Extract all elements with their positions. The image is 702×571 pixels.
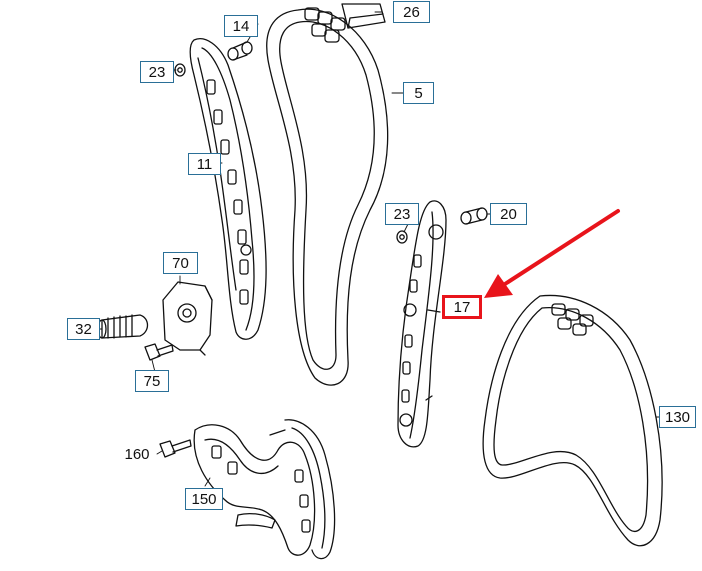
callout-17-highlighted[interactable]: 17 [442, 295, 482, 319]
part-23-nut-upper [174, 63, 186, 77]
part-23-nut-lower [396, 230, 408, 244]
part-160-bolt [159, 439, 192, 458]
callout-14[interactable]: 14 [224, 15, 258, 37]
part-11-tensioner-rail [189, 38, 267, 340]
part-32-plunger [97, 314, 149, 339]
callout-26[interactable]: 26 [393, 1, 430, 23]
part-75-bolt [144, 343, 174, 361]
callout-75[interactable]: 75 [135, 370, 169, 392]
part-20-pin [460, 207, 488, 225]
highlight-arrow [484, 209, 620, 298]
callout-160[interactable]: 160 [124, 445, 150, 463]
callout-130[interactable]: 130 [659, 406, 696, 428]
callout-5[interactable]: 5 [403, 82, 434, 104]
callout-32[interactable]: 32 [67, 318, 100, 340]
callout-150[interactable]: 150 [185, 488, 223, 510]
part-17-guide-rail [397, 200, 447, 448]
part-70-tensioner-housing [162, 281, 213, 356]
part-150-guide-assembly [193, 419, 336, 560]
timing-chain-lower [482, 294, 663, 547]
callout-23-lower[interactable]: 23 [385, 203, 419, 225]
callout-70[interactable]: 70 [163, 252, 198, 274]
part-26-cap [341, 3, 386, 29]
callout-20[interactable]: 20 [490, 203, 527, 225]
callout-23-upper[interactable]: 23 [140, 61, 174, 83]
part-14-pin [227, 41, 253, 61]
leader-lines [97, 11, 661, 487]
timing-chain-upper [266, 7, 389, 386]
callout-11[interactable]: 11 [188, 153, 221, 175]
